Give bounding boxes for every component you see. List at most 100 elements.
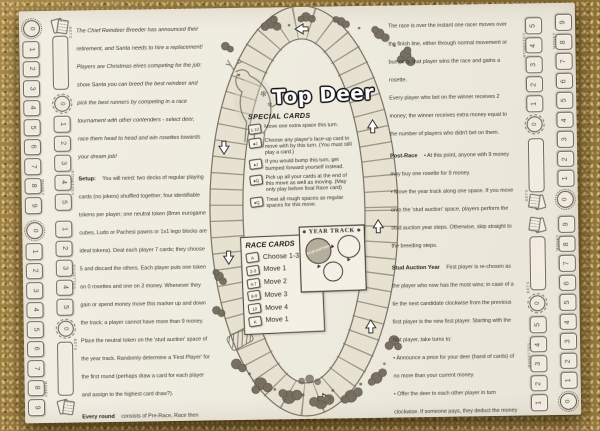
rosette-zero-icon: 0	[527, 293, 548, 314]
money-cell: 6	[555, 72, 574, 90]
race-card-row: 10 Move 4	[247, 301, 320, 315]
rosette-cell: 4	[529, 336, 548, 353]
rosette-cell: 2	[525, 76, 544, 93]
section-body: • At this point, anyone with 9 money may…	[390, 151, 514, 250]
stud-auction-label: STUD AUCTION	[306, 244, 331, 257]
rosette-zero-value: 0	[531, 122, 538, 127]
track-outer-outline	[209, 5, 399, 417]
coin-zero-icon: 0	[557, 390, 580, 413]
money-cell: 1	[22, 41, 40, 58]
rules-section: Stud Auction Year First player is re-cho…	[392, 255, 521, 424]
money-label: MONEY	[554, 234, 560, 252]
money-cell: 1	[25, 243, 43, 260]
bets-box	[529, 236, 547, 291]
section-body: The race is over the instant one racer m…	[388, 21, 508, 138]
special-card-row: ♦J If you would bump this turn, get bump…	[248, 157, 353, 172]
special-card-row: ♠Q Pick up all your cards at the end of …	[249, 173, 354, 194]
money-cell: 7	[24, 158, 42, 175]
year-circle	[336, 234, 361, 259]
year-track-box: ❄ YEAR TRACK ❄ STUD AUCTION	[298, 224, 367, 293]
rosette-cell: 2	[53, 135, 72, 152]
money-cell: 4	[556, 111, 574, 129]
rosette-zero-icon: 0	[52, 93, 73, 114]
track-ring	[209, 5, 399, 416]
special-cards-panel: SPECIAL CARDS 1-10 Move one extra space …	[247, 110, 355, 213]
money-cell: 6	[559, 274, 577, 292]
money-cell: 3	[559, 333, 578, 350]
money-cell: 8	[558, 235, 576, 253]
money-cell: 1	[560, 372, 578, 389]
money-cell: 3	[26, 282, 44, 299]
rosette-cell: 3	[54, 154, 72, 172]
card-chip-icon: ♦J	[248, 158, 263, 171]
special-card-row: ♠J Choose any player's face-up card to m…	[248, 135, 353, 156]
rules-section: Setup: You will need: two decks of regul…	[78, 165, 211, 401]
cycle-arrow-icon	[331, 244, 335, 249]
cards-icon	[56, 398, 75, 415]
special-cards-list: 1-10 Move one extra space this turn. ♠J …	[247, 122, 354, 210]
money-cell: 2	[557, 150, 575, 168]
section-body: First player is re-chosen as the player …	[392, 263, 518, 416]
race-card-text: Move 1	[263, 265, 287, 274]
section-heading: Every round	[82, 413, 115, 421]
rosette-zero-value: 0	[534, 302, 541, 306]
section-body: You will need: two decks of regular play…	[78, 174, 210, 399]
rosette-cell: 1	[53, 115, 71, 133]
rosette-cell: 4	[525, 37, 543, 54]
money-cell: 2	[560, 352, 578, 370]
card-chip-icon: 2-3	[245, 264, 261, 277]
track-inner-outline	[242, 38, 366, 384]
bets-box	[527, 138, 545, 193]
section-body: The Chief Reindeer Breeder has announced…	[76, 26, 203, 161]
bets-label: BETS	[68, 26, 74, 39]
rosettes-label: ROSETTES	[526, 342, 532, 368]
card-chip-icon: 8-9	[246, 290, 262, 302]
special-card-text: Treat all rough spaces as regular spaces…	[266, 194, 344, 209]
money-label: MONEY	[43, 380, 49, 398]
money-zero-value: 0	[564, 399, 573, 404]
money-cell: 9	[558, 216, 576, 233]
card-chip-icon: K	[248, 315, 263, 328]
rosette-cell: 4	[54, 174, 72, 191]
special-cards-title: SPECIAL CARDS	[247, 110, 311, 122]
rules-column-right: The race is over the instant one racer m…	[388, 13, 527, 424]
race-card-text: Choose 1-3	[262, 252, 300, 261]
money-cell: 8	[27, 379, 45, 397]
rosette-cell: 1	[55, 220, 73, 238]
rosettes-label: ROSETTES	[70, 170, 76, 196]
sparkle-icon: ✻	[267, 102, 273, 109]
money-cell: 3	[556, 131, 575, 148]
card-chip-icon: ♠J	[248, 136, 263, 149]
rosette-cell: 1	[526, 95, 544, 113]
cycle-arrow-icon	[345, 257, 351, 263]
game-sheet: Top Deer ✻ ✻ The Chief Reindeer Breeder …	[18, 2, 582, 424]
rosette-cell: 5	[524, 17, 543, 35]
special-card-row: ♦Q Treat all rough spaces as regular spa…	[249, 194, 354, 210]
race-card-text: Move 3	[264, 290, 288, 299]
money-cells: 1 2 3 4 5 6 7 8 9	[557, 213, 578, 389]
race-track-illustration	[209, 5, 416, 417]
bets-label: BETS	[523, 189, 529, 202]
rosette-zero-icon: 0	[55, 318, 76, 339]
money-cell: 5	[559, 294, 577, 311]
race-card-text: Move 1	[265, 316, 289, 325]
money-cell: 8	[24, 177, 42, 195]
money-track: 0 1 2 3 4 5 6 7 8 9	[557, 213, 580, 413]
money-cell: 4	[559, 313, 577, 331]
cards-icon	[528, 217, 547, 234]
money-cell: 7	[558, 255, 576, 272]
bets-box	[56, 341, 74, 396]
cards-icon	[527, 193, 547, 211]
bets-box	[52, 35, 70, 90]
rosette-cell: 5	[56, 298, 74, 316]
cycle-arrow-icon	[315, 263, 321, 269]
stud-auction-circle: STUD AUCTION	[305, 237, 332, 265]
rules-section: Post-Race • At this point, anyone with 9…	[390, 143, 516, 253]
